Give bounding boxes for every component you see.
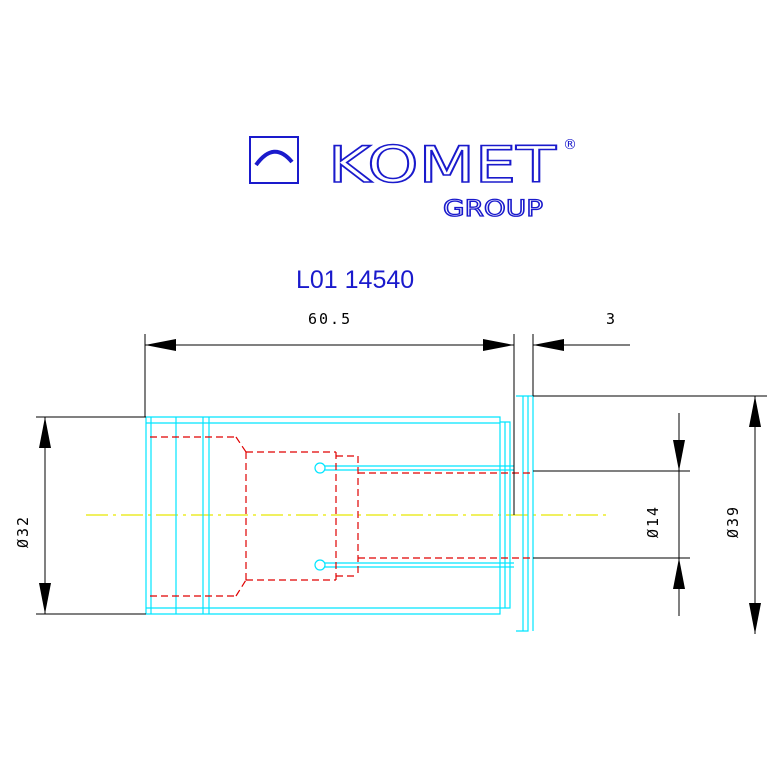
logo-emblem-icon	[249, 136, 299, 184]
logo-emblem-arc	[254, 149, 294, 167]
dimension-arrows	[39, 339, 761, 634]
arrow-down-icon	[749, 603, 761, 634]
dim-flange-diameter: Ø39	[724, 505, 742, 538]
arrow-left-icon	[533, 339, 564, 351]
arrow-left-icon	[145, 339, 176, 351]
arrow-up-icon	[39, 417, 51, 448]
dim-flange-thickness: 3	[606, 310, 617, 328]
arrow-down-icon	[39, 583, 51, 614]
logo-registered-mark: ®	[563, 137, 577, 153]
dim-body-diameter: Ø32	[14, 515, 32, 548]
dim-bore-diameter: Ø14	[644, 505, 662, 538]
arrow-up-icon	[749, 396, 761, 427]
logo-name: KOMET	[328, 136, 557, 194]
logo-subtitle: GROUP	[443, 197, 543, 222]
part-number: L01 14540	[296, 266, 414, 294]
dim-overall-length: 60.5	[308, 310, 352, 328]
arrow-up-icon	[673, 558, 685, 589]
hidden-lines	[150, 436, 530, 597]
arrow-right-icon	[483, 339, 514, 351]
arrow-down-icon	[673, 440, 685, 471]
komet-logo: KOMET ® GROUP	[249, 135, 577, 223]
part-outline	[145, 395, 534, 632]
